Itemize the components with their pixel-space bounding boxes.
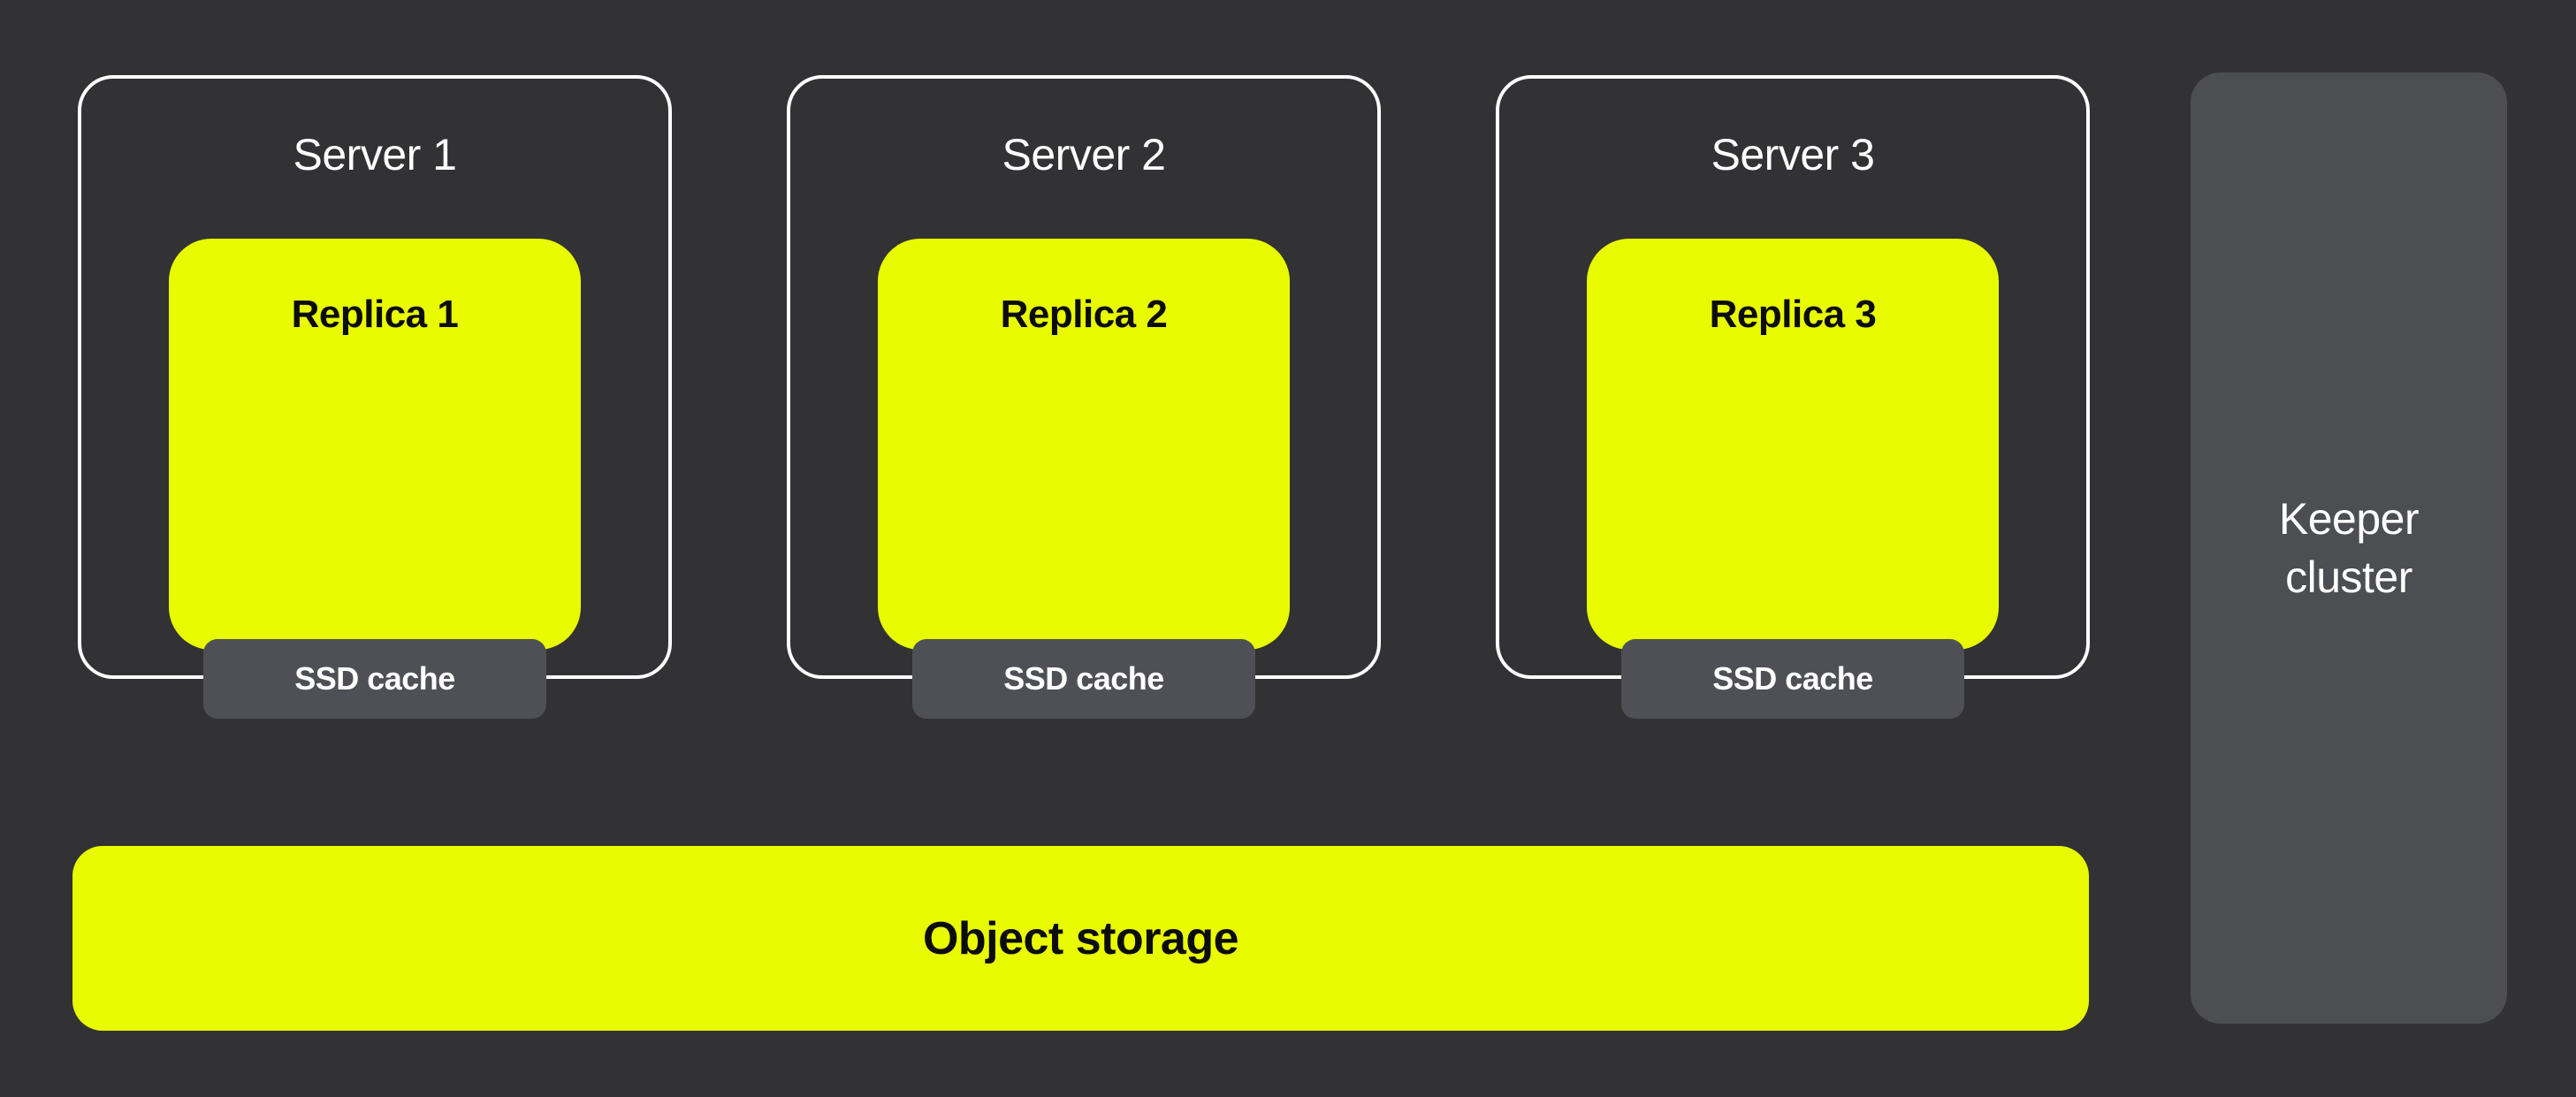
replica-3-label: Replica 3 [1709, 293, 1877, 336]
server-1-ssd-cache-label: SSD cache [294, 660, 455, 697]
server-3-box: Server 3 Replica 3 [1496, 75, 2090, 679]
server-2-box: Server 2 Replica 2 [787, 75, 1381, 679]
object-storage-bar: Object storage [72, 846, 2089, 1031]
server-3-ssd-cache-badge: SSD cache [1621, 639, 1964, 719]
replica-2-box: Replica 2 [878, 239, 1290, 650]
server-1-ssd-cache-badge: SSD cache [203, 639, 546, 719]
server-3-ssd-cache-label: SSD cache [1712, 660, 1873, 697]
object-storage-label: Object storage [922, 912, 1239, 964]
replica-2-label: Replica 2 [1000, 293, 1168, 336]
replica-1-label: Replica 1 [291, 293, 459, 336]
replica-1-box: Replica 1 [169, 239, 581, 650]
replica-3-box: Replica 3 [1587, 239, 1999, 650]
server-1-title: Server 1 [293, 130, 457, 179]
server-2-ssd-cache-label: SSD cache [1003, 660, 1164, 697]
server-2-ssd-cache-badge: SSD cache [912, 639, 1255, 719]
keeper-cluster-box: Keeper cluster [2191, 72, 2507, 1024]
server-1-box: Server 1 Replica 1 [78, 75, 672, 679]
keeper-cluster-label: Keeper cluster [2278, 494, 2420, 602]
server-2-title: Server 2 [1002, 130, 1166, 179]
server-3-title: Server 3 [1711, 130, 1875, 179]
